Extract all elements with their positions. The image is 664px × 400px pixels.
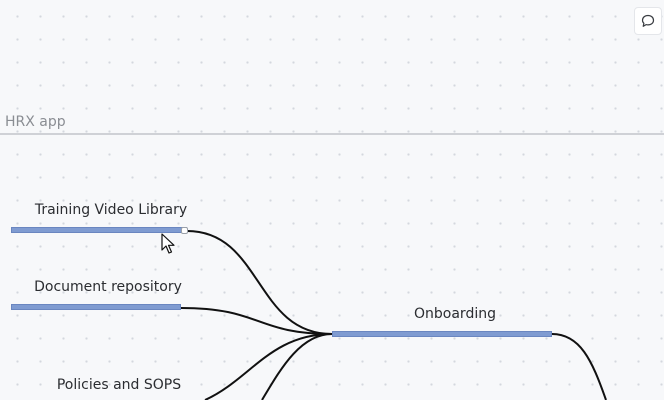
node-label-document-repository: Document repository xyxy=(34,279,182,295)
node-label-training-video-library: Training Video Library xyxy=(34,202,188,218)
swimlane-divider xyxy=(0,133,664,135)
node-onboarding[interactable] xyxy=(332,331,552,337)
node-training-video-library[interactable] xyxy=(11,227,187,233)
comment-icon xyxy=(641,14,655,27)
comment-button[interactable] xyxy=(634,7,662,35)
edge-training-to-onboarding[interactable] xyxy=(186,230,333,335)
swimlane-label: HRX app xyxy=(5,114,66,130)
connection-handle[interactable] xyxy=(181,227,188,234)
edge-document-to-onboarding[interactable] xyxy=(180,307,333,335)
node-label-policies-and-sops: Policies and SOPS xyxy=(56,377,182,393)
mouse-cursor-icon xyxy=(161,233,175,254)
node-label-onboarding: Onboarding xyxy=(414,306,496,322)
edge-policies-secondary[interactable] xyxy=(261,333,333,400)
edge-onboarding-outgoing[interactable] xyxy=(551,333,607,400)
node-document-repository[interactable] xyxy=(11,304,181,310)
edge-policies-to-onboarding[interactable] xyxy=(204,333,333,400)
